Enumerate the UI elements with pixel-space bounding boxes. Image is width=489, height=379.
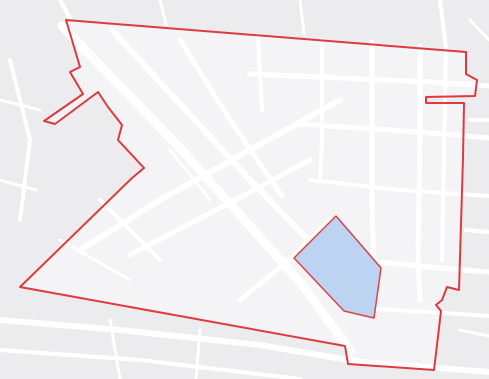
road xyxy=(358,306,489,318)
road xyxy=(438,0,448,50)
road xyxy=(308,178,489,198)
road xyxy=(318,38,324,182)
road xyxy=(237,217,333,303)
road xyxy=(468,18,489,42)
road xyxy=(0,98,42,112)
road xyxy=(98,198,162,262)
road xyxy=(0,348,302,379)
road xyxy=(458,328,489,338)
road xyxy=(0,317,489,375)
road xyxy=(297,121,489,141)
road xyxy=(127,157,313,258)
highlighted-parcel[interactable] xyxy=(293,215,382,319)
road xyxy=(108,318,122,379)
road xyxy=(109,27,333,265)
road xyxy=(247,71,489,89)
road xyxy=(8,58,33,222)
road xyxy=(177,37,285,199)
road xyxy=(298,0,306,36)
road xyxy=(415,43,423,303)
road xyxy=(168,148,212,202)
road xyxy=(158,0,168,26)
road xyxy=(377,259,489,275)
road xyxy=(58,0,72,20)
road xyxy=(58,238,132,282)
district-boundary[interactable] xyxy=(19,19,478,371)
road xyxy=(57,21,355,355)
road xyxy=(464,228,489,234)
road xyxy=(77,97,343,253)
road xyxy=(0,178,38,192)
road xyxy=(194,328,202,379)
